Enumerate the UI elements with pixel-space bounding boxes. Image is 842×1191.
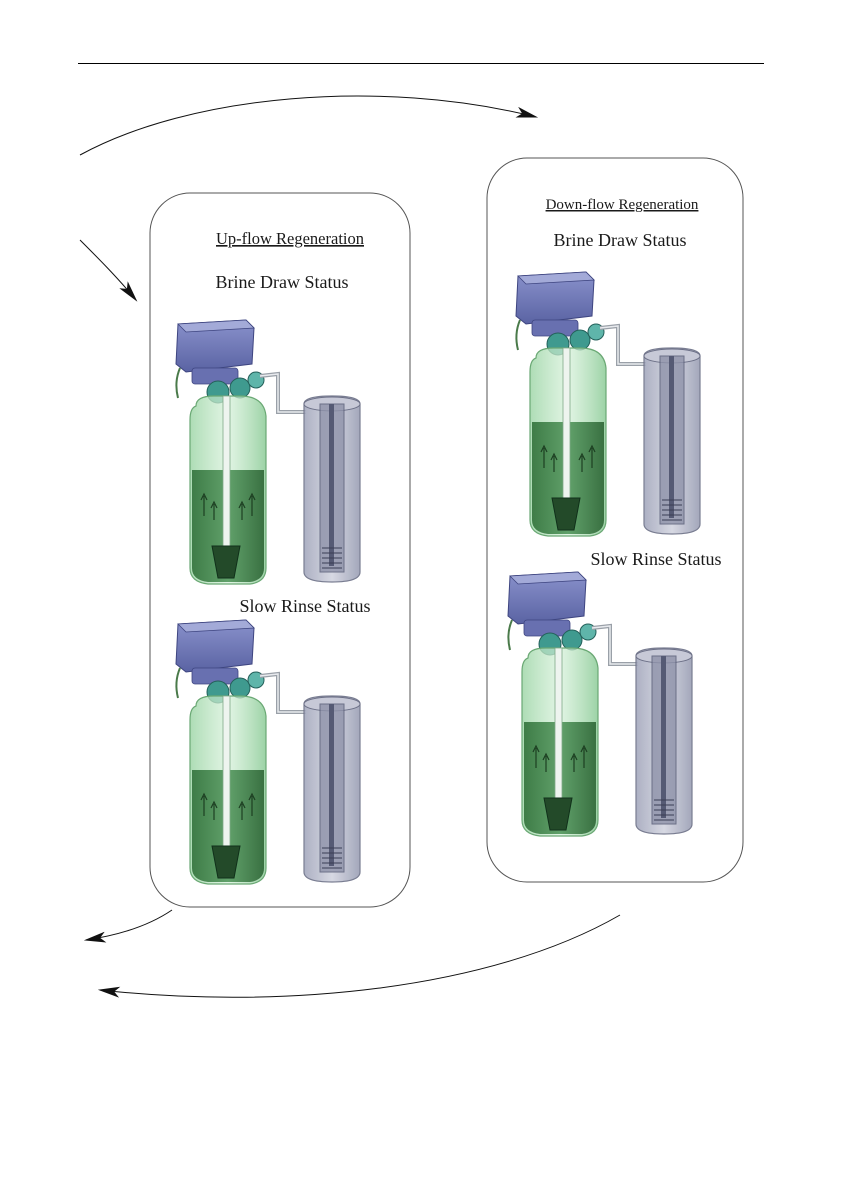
cycle-arrow-left [80, 240, 136, 300]
water-softener-icon [176, 620, 360, 884]
downflow-status-slow-rinse: Slow Rinse Status [590, 549, 721, 569]
upflow-status-brine-draw: Brine Draw Status [216, 272, 349, 292]
water-softener-icon [516, 272, 700, 536]
downflow-status-brine-draw: Brine Draw Status [554, 230, 687, 250]
downflow-panel: Down-flow Regeneration Brine Draw Status… [487, 158, 743, 882]
water-softener-icon [176, 320, 360, 584]
upflow-title: Up-flow Regeneration [216, 229, 364, 248]
cycle-arrow-bottom-left [86, 910, 172, 940]
upflow-status-slow-rinse: Slow Rinse Status [239, 596, 370, 616]
water-softener-icon [508, 572, 692, 836]
downflow-title: Down-flow Regeneration [546, 197, 699, 213]
cycle-arrow-bottom [100, 915, 620, 997]
upflow-panel: Up-flow Regeneration Brine Draw Status S… [150, 193, 410, 907]
cycle-arrow-top [80, 96, 536, 155]
upflow-panel-frame [150, 193, 410, 907]
